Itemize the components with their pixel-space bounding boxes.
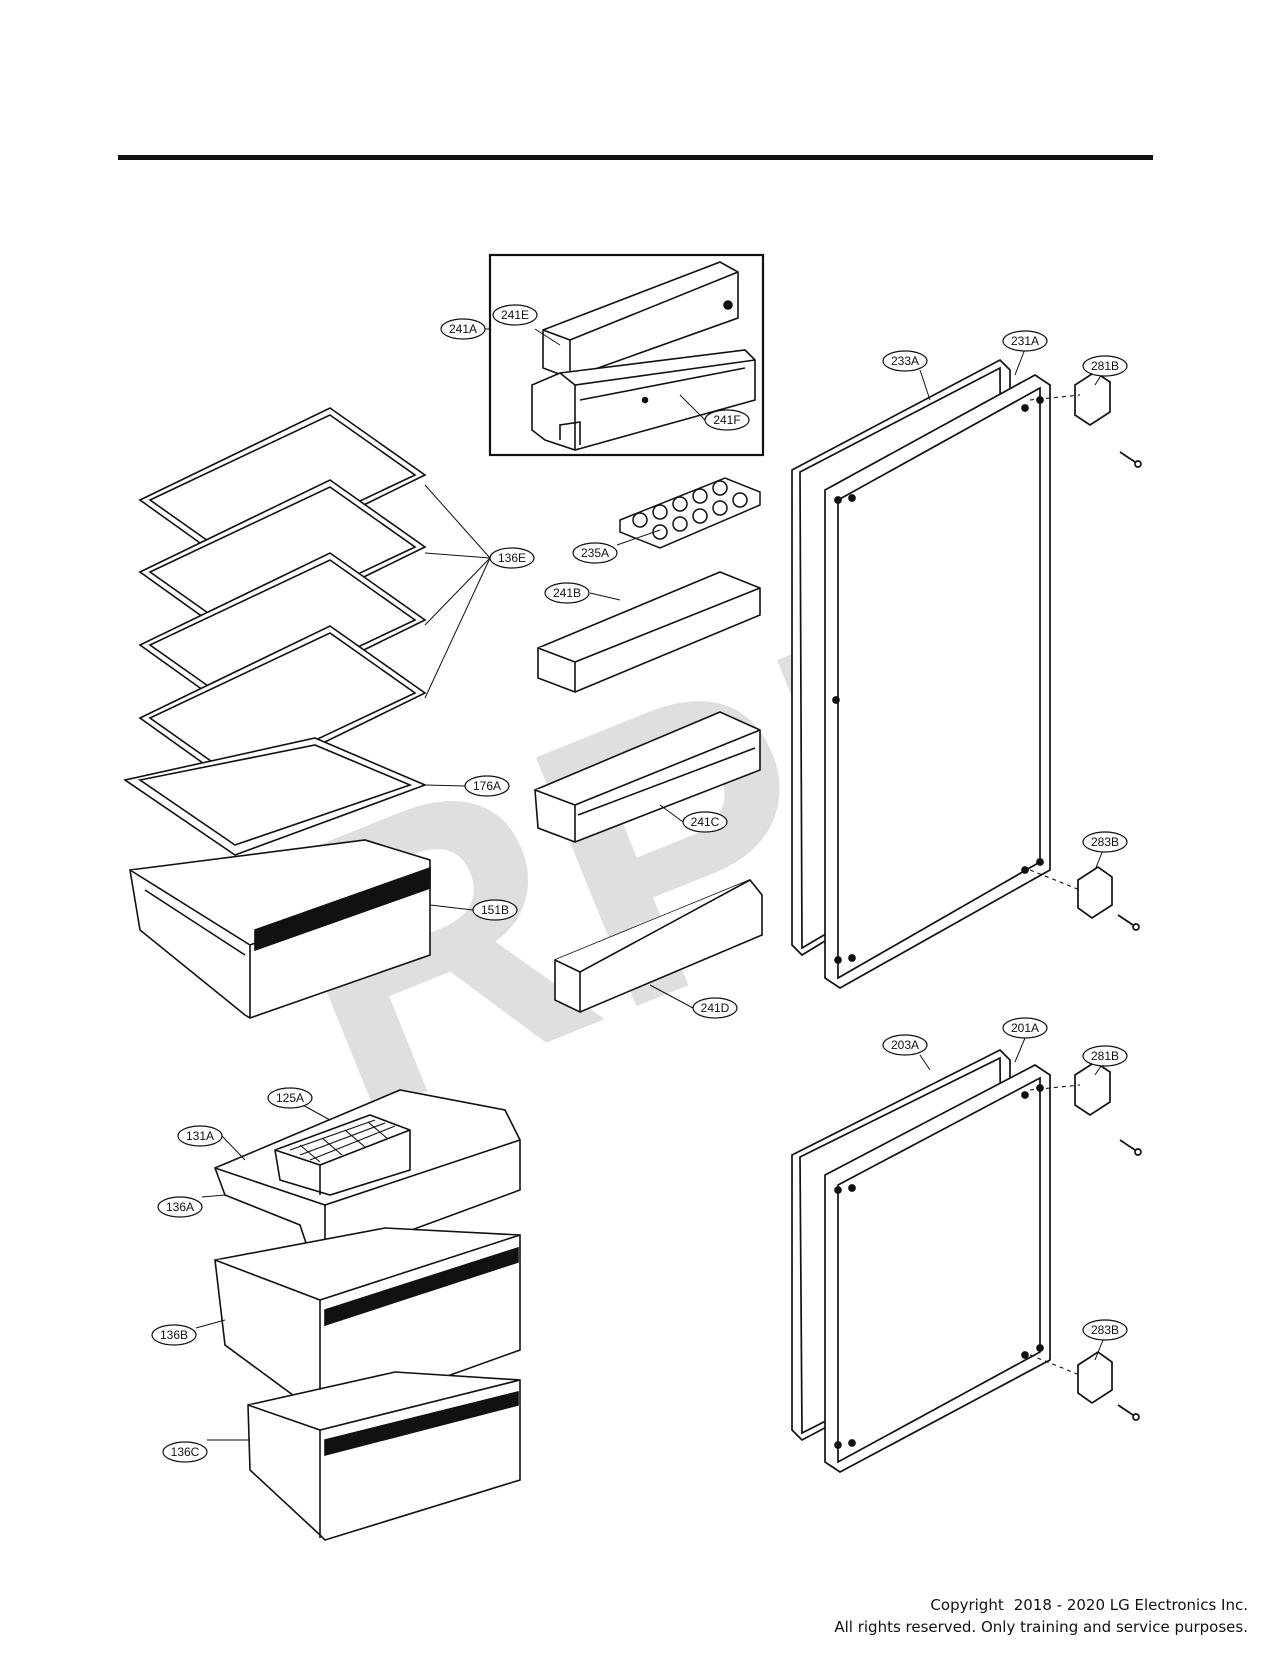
label-241D: 241D <box>701 1001 730 1015</box>
label-241F: 241F <box>713 413 740 427</box>
label-231A: 231A <box>1011 334 1039 348</box>
glass-shelves <box>123 407 428 856</box>
label-136B: 136B <box>160 1328 188 1342</box>
label-235A: 235A <box>581 546 609 560</box>
label-233A: 233A <box>891 354 919 368</box>
label-281B-bottom: 281B <box>1091 1049 1119 1063</box>
label-283B-bottom: 283B <box>1091 1323 1119 1337</box>
callout-ovals <box>151 304 1128 1463</box>
label-201A: 201A <box>1011 1021 1039 1035</box>
label-151B: 151B <box>481 903 509 917</box>
copyright-word: Copyright <box>930 1596 1004 1614</box>
label-125A: 125A <box>276 1091 304 1105</box>
label-136A: 136A <box>166 1200 194 1214</box>
copyright-years: 2018 - 2020 LG Electronics Inc. <box>1013 1596 1248 1614</box>
label-176A: 176A <box>473 779 501 793</box>
label-283B-top: 283B <box>1091 835 1119 849</box>
crisper-drawer <box>129 839 431 1019</box>
label-241A: 241A <box>449 322 477 336</box>
header-rule <box>118 155 1153 160</box>
label-241C: 241C <box>691 815 720 829</box>
label-136E: 136E <box>498 551 526 565</box>
label-131A: 131A <box>186 1129 214 1143</box>
copyright-notice: Copyright 2018 - 2020 LG Electronics Inc.… <box>834 1594 1248 1638</box>
inset-door-basket <box>488 253 765 457</box>
label-241E: 241E <box>501 308 529 322</box>
door-bins <box>534 571 763 1013</box>
label-203A: 203A <box>891 1038 919 1052</box>
freezer-door-bottom <box>791 1048 1142 1473</box>
egg-tray <box>619 477 761 549</box>
leader-lines <box>195 328 1106 1441</box>
copyright-rights: All rights reserved. Only training and s… <box>834 1618 1248 1636</box>
freezer-baskets <box>213 1089 521 1541</box>
label-136C: 136C <box>171 1445 200 1459</box>
refrigerator-door-top <box>791 358 1142 989</box>
label-281B-top: 281B <box>1091 359 1119 373</box>
label-241B: 241B <box>553 586 581 600</box>
